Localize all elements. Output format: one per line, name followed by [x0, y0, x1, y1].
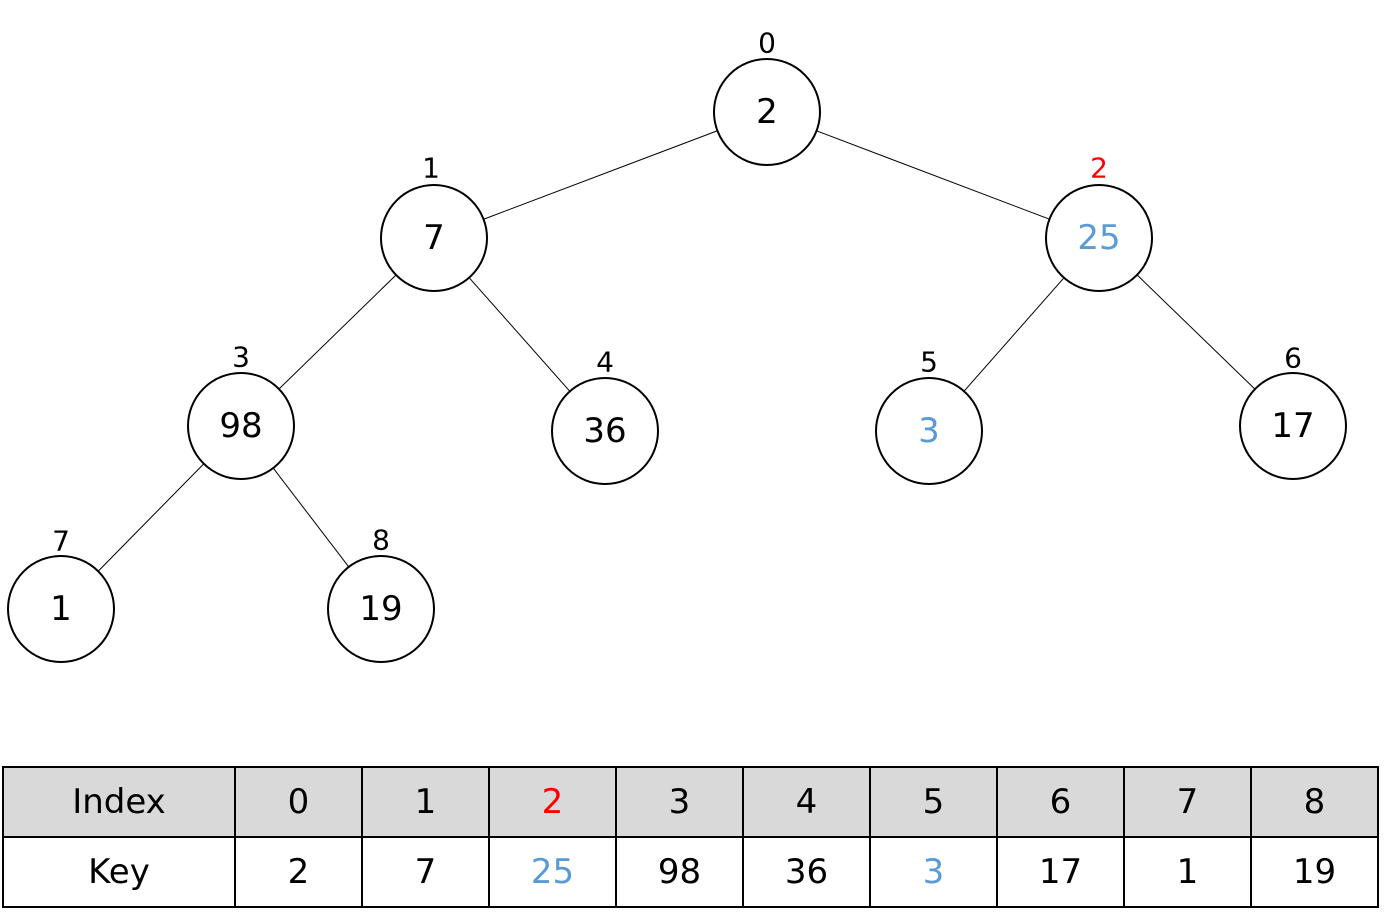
key-cell: 7	[361, 836, 490, 908]
heap-node: 25 2	[1045, 152, 1153, 292]
node-index-label: 0	[758, 27, 776, 60]
node-key-label: 25	[1077, 218, 1120, 258]
node-circle	[327, 555, 435, 663]
index-cell: 7	[1123, 766, 1252, 838]
heap-node: 20	[713, 27, 821, 166]
node-key-label: 7	[423, 218, 445, 258]
heap-node: 98 3	[187, 341, 295, 480]
node-index-label: 1	[422, 152, 440, 185]
node-circle	[1045, 184, 1153, 292]
edge-1-4	[468, 277, 571, 392]
node-circle	[187, 372, 295, 480]
key-cell: 3	[869, 836, 998, 908]
edge-3-8	[272, 467, 350, 568]
key-cell: 36	[742, 836, 871, 908]
edge-0-1	[483, 130, 718, 220]
index-cell: 6	[996, 766, 1125, 838]
node-key-label: 17	[1271, 406, 1314, 446]
index-cell: 8	[1250, 766, 1379, 838]
node-circle	[875, 377, 983, 485]
node-index-label: 6	[1284, 342, 1302, 375]
heap-node: 36 4	[551, 346, 659, 485]
node-circle	[713, 58, 821, 166]
heap-node: 17	[7, 525, 115, 663]
node-circle	[7, 555, 115, 663]
node-circle	[551, 377, 659, 485]
node-circle	[1239, 372, 1347, 480]
key-cell: 2	[234, 836, 363, 908]
key-cell: 25	[488, 836, 617, 908]
key-cell: 19	[1250, 836, 1379, 908]
node-circle	[380, 184, 488, 292]
tree-edges	[97, 130, 1256, 572]
key-cell: 17	[996, 836, 1125, 908]
heap-node: 17 6	[1239, 342, 1347, 480]
key-cell: 1	[1123, 836, 1252, 908]
node-index-label: 2	[1090, 152, 1108, 185]
edge-3-7	[97, 463, 205, 572]
edge-2-6	[1136, 274, 1256, 390]
node-key-label: 19	[359, 589, 402, 629]
heap-node: 71	[380, 152, 488, 292]
index-cell: 3	[615, 766, 744, 838]
index-row-header: Index	[2, 766, 236, 838]
node-index-label: 5	[920, 346, 938, 379]
node-key-label: 98	[219, 406, 262, 446]
index-cell: 0	[234, 766, 363, 838]
node-key-label: 36	[583, 411, 626, 451]
edge-0-2	[816, 130, 1050, 220]
index-cell: 5	[869, 766, 998, 838]
node-key-label: 1	[50, 589, 72, 629]
node-key-label: 2	[756, 92, 778, 132]
heap-node: 19 8	[327, 524, 435, 663]
node-index-label: 8	[372, 524, 390, 557]
node-index-label: 4	[596, 346, 614, 379]
heap-node: 35	[875, 346, 983, 485]
index-cell: 1	[361, 766, 490, 838]
key-row-header: Key	[2, 836, 236, 908]
edge-1-3	[278, 274, 397, 390]
index-cell: 4	[742, 766, 871, 838]
node-key-label: 3	[918, 411, 940, 451]
node-index-label: 3	[232, 341, 250, 374]
edge-2-5	[963, 277, 1065, 392]
node-index-label: 7	[52, 525, 70, 558]
index-cell: 2	[488, 766, 617, 838]
key-cell: 98	[615, 836, 744, 908]
